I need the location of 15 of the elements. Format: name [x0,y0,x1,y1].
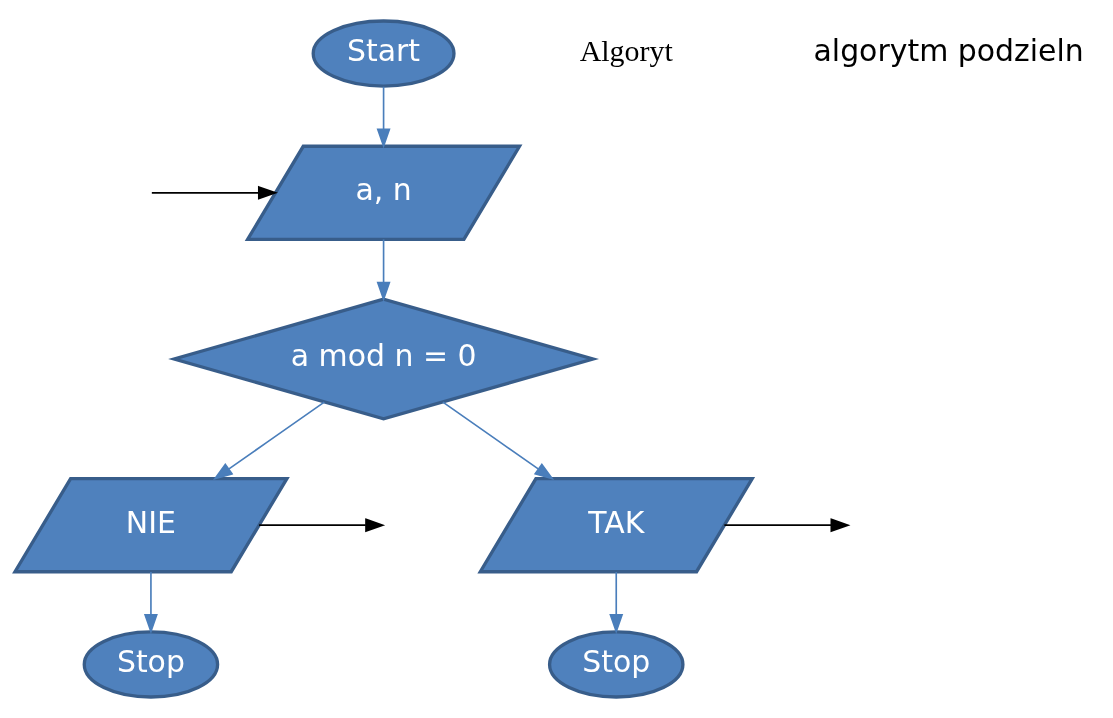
arrow [143,571,158,634]
node-ellipse: Start [311,19,456,88]
node-ellipse: Stop [82,630,220,699]
arrow [151,185,278,200]
arrow [723,518,851,533]
node-ellipse: Stop [547,630,685,699]
arrow [442,401,555,481]
arrow [258,518,386,533]
arrow [609,571,624,634]
label: Algoryt [579,33,673,67]
arrow [213,401,326,481]
node-diamond: a mod n = 0 [168,297,600,421]
label: algorytm podzieln [813,32,1084,68]
arrow [376,85,391,149]
arrow [376,238,391,302]
